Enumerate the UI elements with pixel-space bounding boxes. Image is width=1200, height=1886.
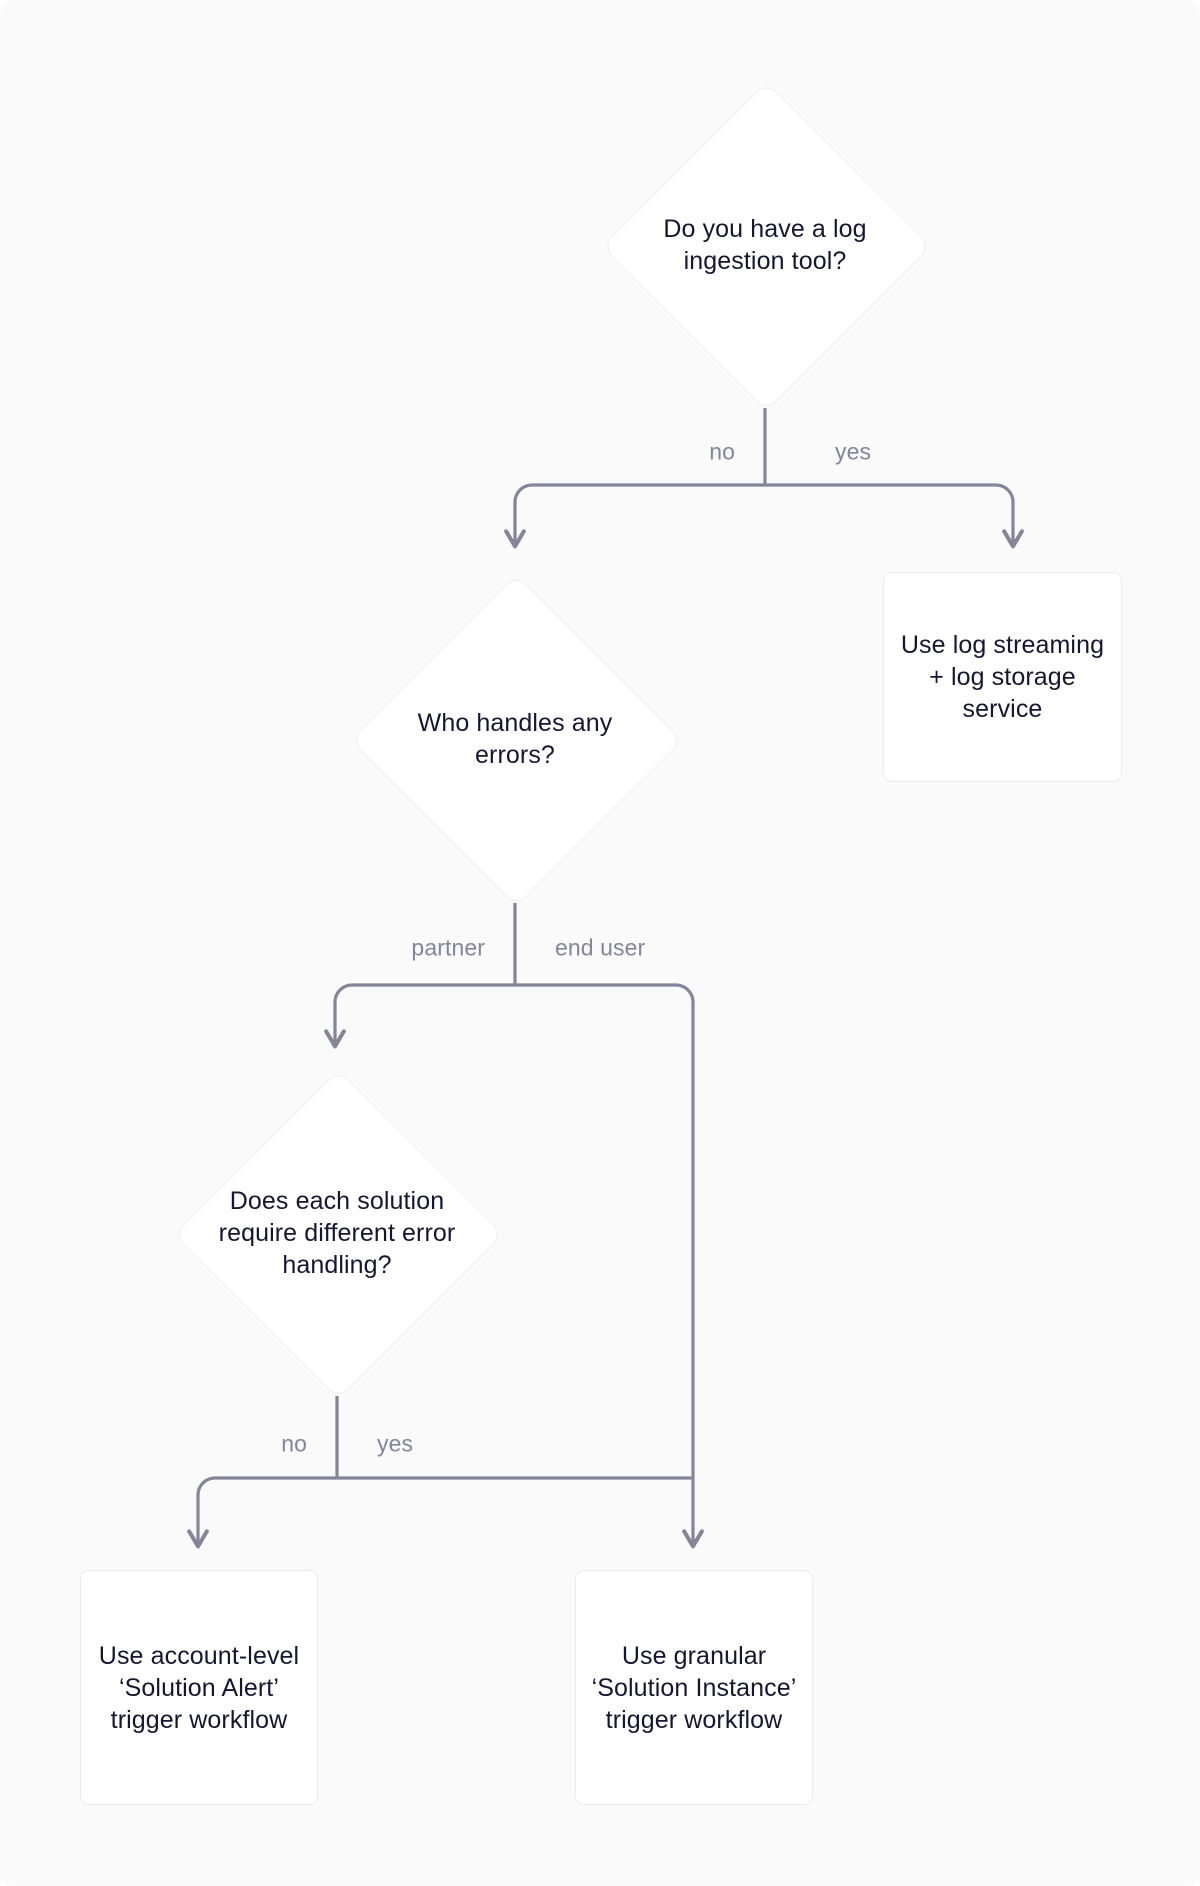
edge-label-log-ingestion-no: no — [709, 438, 735, 465]
edge-label-who-handles-partner: partner — [411, 934, 485, 961]
edge-log-ingestion-no — [504, 483, 765, 549]
edge-who-handles-end-user — [515, 983, 704, 1549]
edge-label-different-handling-no: no — [281, 1430, 307, 1457]
node-use-account-level-solution-alert-trigger-workflow[interactable]: Use account-level ‘Solution Alert’ trigg… — [80, 1570, 318, 1805]
node-who-handles-any-errors[interactable]: Who handles any errors? — [347, 573, 683, 907]
node-label: Does each solution require different err… — [218, 1187, 456, 1279]
edge-label-log-ingestion-yes: yes — [835, 438, 872, 465]
node-does-each-solution-require-different-error-handling[interactable]: Does each solution require different err… — [173, 1069, 503, 1399]
edge-log-ingestion-yes — [765, 483, 1024, 549]
edge-label-who-handles-end-user: end user — [555, 934, 646, 961]
node-use-granular-solution-instance-trigger-workflow[interactable]: Use granular ‘Solution Instance’ trigger… — [575, 1570, 813, 1805]
edge-different-handling-no — [187, 1476, 337, 1549]
node-label: Do you have a log ingestion tool? — [663, 215, 867, 275]
node-label: Use granular ‘Solution Instance’ trigger… — [591, 1641, 797, 1734]
edge-who-handles-partner — [324, 983, 515, 1049]
node-do-you-have-a-log-ingestion-tool[interactable]: Do you have a log ingestion tool? — [597, 81, 933, 411]
node-label: Who handles any errors? — [417, 709, 613, 769]
edge-label-different-handling-yes: yes — [377, 1430, 414, 1457]
node-label: Use account-level ‘Solution Alert’ trigg… — [98, 1641, 300, 1734]
node-label: Use log streaming + log storage service — [900, 631, 1105, 723]
node-use-log-streaming-log-storage-service[interactable]: Use log streaming + log storage service — [883, 572, 1122, 782]
